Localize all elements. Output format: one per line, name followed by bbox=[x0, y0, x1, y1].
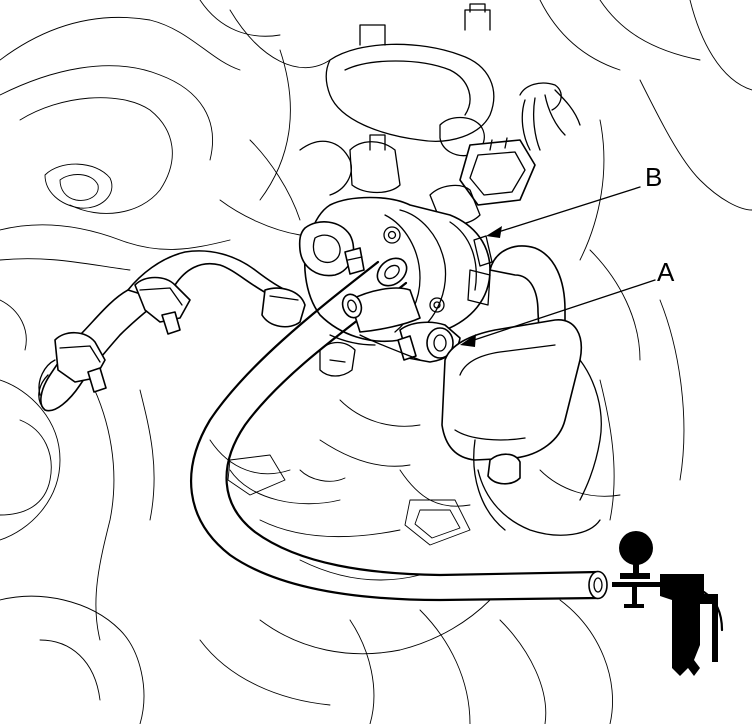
leader-arrow-b bbox=[486, 226, 502, 238]
vacuum-pump-icon bbox=[612, 531, 724, 676]
short-hose-a bbox=[329, 287, 461, 363]
electrical-connector bbox=[429, 82, 581, 226]
left-hose bbox=[38, 250, 306, 412]
callout-label-b: B bbox=[645, 162, 663, 192]
leader-arrow-a bbox=[460, 334, 476, 347]
leader-line-b bbox=[491, 186, 641, 235]
leader-line-a bbox=[467, 279, 656, 343]
right-hose bbox=[441, 245, 602, 536]
vacuum-hose bbox=[190, 257, 608, 602]
callout-label-a: A bbox=[657, 257, 675, 287]
